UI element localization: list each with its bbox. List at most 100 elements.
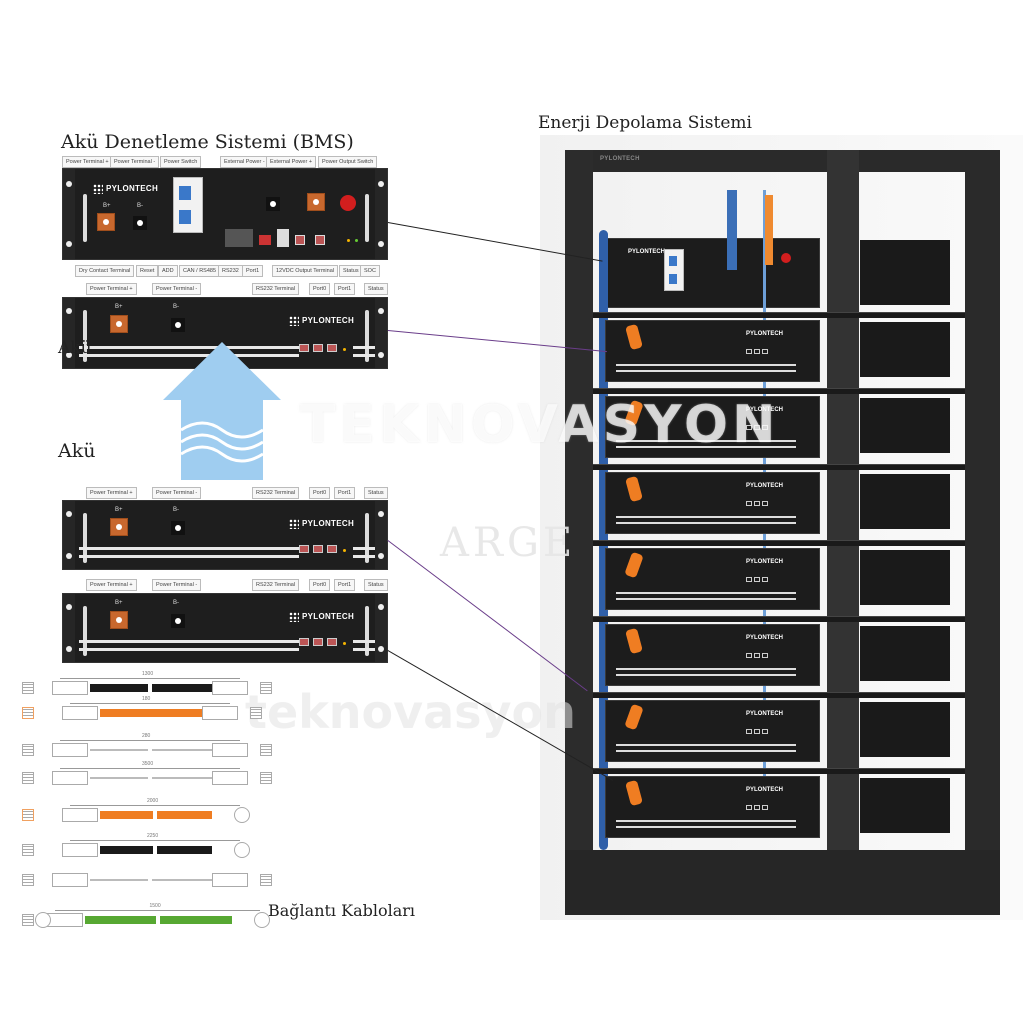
battery-label: Port1 — [334, 487, 356, 499]
cable-connector-end-icon — [260, 744, 272, 756]
rack-post-middle — [827, 150, 859, 915]
cable-body — [152, 749, 212, 751]
battery-label: Power Terminal + — [86, 579, 137, 591]
battery-ear-left — [63, 298, 75, 368]
battery-bplus-label: B+ — [115, 304, 123, 310]
module-port — [762, 501, 768, 506]
cable-connector-end-icon — [22, 707, 34, 719]
module-brand-logo: PYLONTECH — [746, 407, 784, 413]
cable-connector-end-icon — [22, 772, 34, 784]
rack-battery-module: PYLONTECH — [605, 472, 820, 534]
module-port — [746, 501, 752, 506]
battery-port0 — [313, 545, 323, 553]
module-rail — [616, 744, 796, 746]
bms-can-rs485-port — [277, 229, 289, 247]
orange-link-cable — [624, 551, 644, 579]
module-brand-logo: PYLONTECH — [746, 483, 784, 489]
orange-link-cable — [625, 323, 643, 351]
rack-side-module — [860, 550, 950, 605]
module-rail — [616, 674, 796, 676]
rack-shelf — [593, 616, 965, 622]
energy-storage-title: Enerji Depolama Sistemi — [538, 113, 752, 133]
rack-side-module — [860, 322, 950, 377]
battery-handle-left — [83, 310, 87, 362]
module-rail — [616, 826, 796, 828]
cable-connector — [52, 873, 88, 887]
rack-side-module — [860, 626, 950, 681]
rack-side-box — [860, 240, 950, 305]
module-port — [762, 349, 768, 354]
bms-panel: PYLONTECH B+ B- — [62, 168, 388, 260]
cable-body — [100, 709, 202, 717]
rack-side-module — [860, 778, 950, 833]
bms-negative-terminal — [133, 216, 147, 230]
module-port — [754, 577, 760, 582]
battery-positive-terminal — [110, 518, 128, 536]
cable-connector-end-icon — [22, 914, 34, 926]
cable-connector-end-icon — [250, 707, 262, 719]
cable-connector — [212, 771, 248, 785]
ring-terminal-icon — [234, 807, 250, 823]
cable-connector-end-icon — [22, 874, 34, 886]
module-port — [746, 577, 752, 582]
battery-rail — [79, 555, 299, 558]
orange-link-cable — [624, 399, 644, 427]
battery-label: Power Terminal - — [152, 487, 202, 499]
module-port — [746, 729, 752, 734]
cable-dimension-line — [60, 768, 240, 769]
rack-side-module — [860, 398, 950, 453]
bms-top-label: Power Terminal - — [110, 156, 160, 168]
battery-rs232-port — [299, 638, 309, 646]
rack-shelf — [593, 692, 965, 698]
cable-length-label: 280 — [142, 733, 151, 739]
rack-shelf — [593, 312, 965, 318]
module-rail — [616, 522, 796, 524]
cable-length-label: 1500 — [149, 903, 161, 909]
pylontech-logo-icon — [289, 519, 299, 529]
cable-connector — [47, 913, 83, 927]
rack-shelf — [593, 388, 965, 394]
battery-label: Port0 — [309, 283, 331, 295]
battery-ear-right — [375, 501, 387, 569]
module-port — [762, 729, 768, 734]
bms-top-label: External Power + — [266, 156, 317, 168]
cable-connector — [62, 843, 98, 857]
battery-label: Power Terminal - — [152, 283, 202, 295]
module-rail — [616, 446, 796, 448]
rack-side-module — [860, 474, 950, 529]
cable-body — [157, 811, 212, 819]
battery-rail — [353, 640, 375, 643]
rack-side-module — [860, 702, 950, 757]
module-port — [754, 729, 760, 734]
bms-ear-right — [375, 169, 387, 259]
mount-hole — [378, 604, 384, 610]
mount-hole — [66, 604, 72, 610]
cable-connector — [212, 681, 248, 695]
bms-bottom-label: 12VDC Output Terminal — [272, 265, 338, 277]
orange-link-cable — [625, 475, 643, 503]
cable-connector — [212, 743, 248, 757]
rack-battery-module: PYLONTECH — [605, 548, 820, 610]
rack-battery-module: PYLONTECH — [605, 776, 820, 838]
battery-handle-left — [83, 606, 87, 656]
battery-rail — [79, 648, 299, 651]
battery-rail — [353, 354, 375, 357]
module-rail — [616, 370, 796, 372]
cable-body — [90, 749, 148, 751]
bms-handle-right — [365, 194, 369, 242]
rack-battery-module: PYLONTECH — [605, 700, 820, 762]
battery-port0 — [313, 638, 323, 646]
cable-connector-end-icon — [260, 772, 272, 784]
bms-external-power-positive — [307, 193, 325, 211]
bms-bottom-label: Dry Contact Terminal — [75, 265, 135, 277]
module-port — [762, 577, 768, 582]
rack-bms-module: PYLONTECH — [605, 238, 820, 308]
battery-rail — [353, 648, 375, 651]
battery-handle-right — [365, 606, 369, 656]
cable-connector-end-icon — [260, 682, 272, 694]
bms-bminus-label: B- — [137, 203, 143, 209]
battery-top-title: Akü — [58, 338, 92, 358]
cable-length-label: 3500 — [142, 761, 154, 767]
battery-rail — [353, 346, 375, 349]
bms-handle-left — [83, 194, 87, 242]
